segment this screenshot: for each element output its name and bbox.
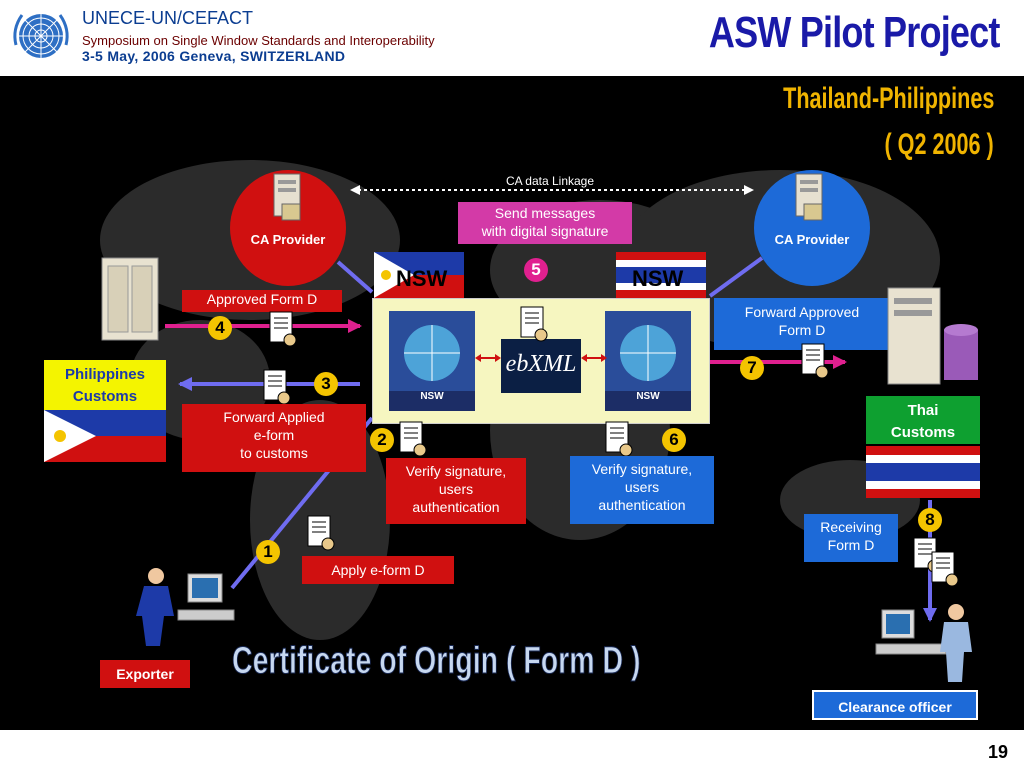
philippines-flag-icon — [374, 252, 464, 298]
clearance-officer-label: Clearance officer — [812, 690, 978, 720]
philippines-flag-nsw: NSW — [374, 252, 464, 298]
philippines-customs-label: Philippines Customs — [44, 360, 166, 410]
ph-server-icon — [101, 257, 159, 341]
thailand-flag-icon — [866, 446, 980, 498]
philippines-flag-icon — [44, 410, 166, 462]
symposium-name: Symposium on Single Window Standards and… — [82, 33, 435, 48]
step-1-badge: 1 — [256, 540, 280, 564]
document-icon — [520, 306, 548, 342]
thai-server-icon — [887, 287, 978, 385]
un-logo-icon — [13, 14, 69, 58]
step-8-badge: 8 — [918, 508, 942, 532]
step-2-badge: 2 — [370, 428, 394, 452]
arrow-icon — [475, 354, 501, 362]
philippines-customs: Philippines Customs — [44, 360, 166, 462]
subtitle-line-1: Thailand-Philippines — [782, 82, 994, 115]
ebxml-logo: ebXML — [501, 339, 581, 393]
nsw-small-label: NSW — [420, 391, 444, 402]
apply-form-d-label: Apply e-form D — [302, 556, 454, 584]
slide-footer — [0, 730, 1024, 768]
clearance-officer-person-icon — [875, 604, 972, 682]
document-icon — [307, 515, 335, 551]
ebxml-label: ebXML — [505, 351, 577, 377]
verify-signature-right-label: Verify signature, users authentication — [570, 456, 714, 524]
document-icon — [399, 421, 427, 457]
nsw-flag-label: NSW — [632, 266, 684, 291]
nsw-gateway-icon — [389, 311, 475, 411]
slide-title: ASW Pilot Project — [709, 8, 1001, 57]
ca-linkage-label: CA data Linkage — [505, 174, 595, 188]
server-icon — [795, 173, 823, 221]
nsw-gateway-icon — [605, 311, 691, 411]
step-6-badge: 6 — [662, 428, 686, 452]
exporter-person-icon — [136, 568, 235, 646]
nsw-flag-label: NSW — [396, 266, 448, 291]
step-7-badge: 7 — [740, 356, 764, 380]
page-number: 19 — [987, 742, 1008, 762]
forward-approved-label: Forward Approved Form D — [714, 298, 890, 350]
send-messages-label: Send messages with digital signature — [458, 202, 632, 244]
step-4-badge: 4 — [208, 316, 232, 340]
ca-provider-left-label: CA Provider — [250, 232, 326, 247]
slide-header: UNECE-UN/CEFACT Symposium on Single Wind… — [0, 0, 1024, 76]
nsw-small-label: NSW — [636, 391, 660, 402]
step-3-badge: 3 — [314, 372, 338, 396]
subtitle-line-2: ( Q2 2006 ) — [884, 128, 994, 161]
ebxml-exchange-panel: NSW NSW ebXML — [372, 298, 710, 424]
thailand-flag-nsw: NSW — [616, 252, 706, 298]
certificate-title: Certificate of Origin ( Form D ) — [232, 640, 641, 683]
document-icon — [931, 551, 959, 587]
step-5-badge: 5 — [524, 258, 548, 282]
exporter-label: Exporter — [100, 660, 190, 688]
document-icon — [263, 369, 291, 405]
thai-customs: Thai Customs — [866, 396, 980, 500]
organization-name: UNECE-UN/CEFACT — [82, 8, 254, 28]
arrow-icon — [581, 354, 607, 362]
server-icon — [273, 173, 301, 221]
event-dates: 3-5 May, 2006 Geneva, SWITZERLAND — [82, 48, 346, 64]
forward-applied-label: Forward Applied e-form to customs — [182, 404, 366, 472]
document-icon — [269, 311, 297, 347]
thai-customs-label: Thai Customs — [866, 396, 980, 444]
receiving-form-d-label: Receiving Form D — [804, 514, 898, 562]
thailand-flag-icon — [616, 252, 706, 298]
approved-form-d-label: Approved Form D — [182, 290, 342, 312]
ca-provider-right-label: CA Provider — [774, 232, 850, 247]
document-icon — [605, 421, 633, 457]
document-icon — [801, 343, 829, 379]
verify-signature-left-label: Verify signature, users authentication — [386, 458, 526, 524]
